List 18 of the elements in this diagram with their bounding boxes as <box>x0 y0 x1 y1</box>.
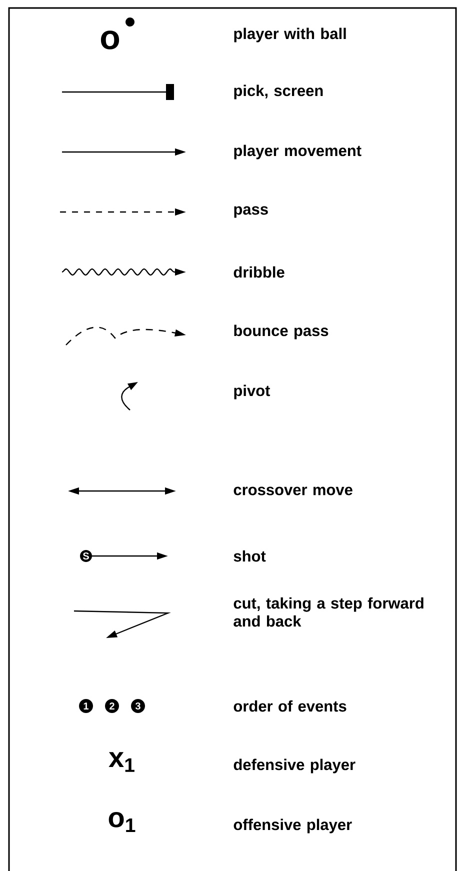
legend-text: offensive player <box>234 818 352 834</box>
player-symbol: o$_{1}$ <box>108 812 136 832</box>
legend-text: pass <box>234 206 268 218</box>
legend-text: defensive player <box>234 758 356 774</box>
event-number: 3 <box>131 699 145 713</box>
legend-text: cut, taking a step forward and back <box>234 597 424 627</box>
player-symbol: x$_{1}$ <box>108 752 134 772</box>
legend-text: player movement <box>234 144 362 160</box>
legend-text: order of events <box>234 700 346 712</box>
legend-text: bounce pass <box>234 324 328 340</box>
legend-text: player with ball <box>234 28 346 42</box>
event-number: 2 <box>105 699 119 713</box>
legend-text: dribble <box>234 266 284 278</box>
legend-text: pivot <box>234 384 270 400</box>
legend-text: shot <box>234 550 266 562</box>
legend-text: crossover move <box>234 486 352 496</box>
event-number: 1 <box>79 699 93 713</box>
legend-text: pick, screen <box>234 84 323 100</box>
